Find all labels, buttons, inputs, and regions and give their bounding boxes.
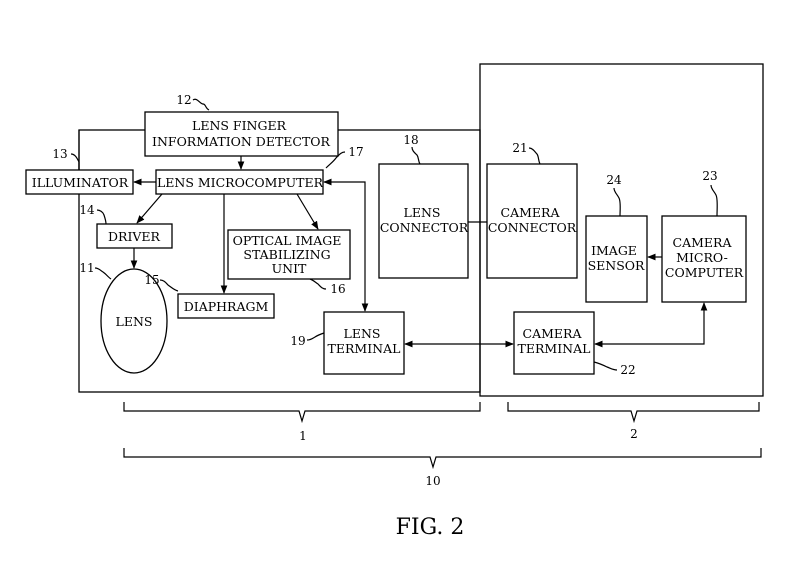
camera-connector-box (486, 163, 578, 279)
illuminator-box (25, 169, 134, 195)
ref-23: 23 (702, 169, 717, 183)
lens-terminal-label: LENS TERMINAL (328, 326, 401, 356)
arrow-cameraterminal-cameramicro (594, 302, 708, 348)
leader-13 (70, 153, 80, 170)
arrow-microcomputer-to-ois (296, 193, 319, 230)
ref-19: 19 (290, 334, 305, 348)
leader-19 (306, 332, 325, 341)
camera-terminal-label: CAMERA TERMINAL (518, 326, 591, 356)
leader-12 (192, 98, 210, 111)
lens-connector-box (378, 163, 469, 279)
lens-microcomputer-label: LENS MICROCOMPUTER (157, 175, 324, 190)
leader-22 (593, 361, 618, 371)
leader-11 (94, 267, 112, 280)
leader-14 (96, 209, 107, 225)
group-label-lens-unit: 1 (299, 429, 307, 443)
leader-15 (159, 279, 179, 292)
ref-15: 15 (144, 273, 159, 287)
ref-18: 18 (403, 133, 418, 147)
ref-11: 11 (79, 261, 94, 275)
group-label-system: 10 (425, 474, 440, 488)
ref-14: 14 (79, 203, 95, 217)
lens-finger-detector-box (144, 111, 339, 157)
leader-21 (528, 147, 541, 165)
camera-terminal-box (513, 311, 595, 375)
camera-unit-box (479, 63, 764, 397)
image-sensor-box (585, 215, 648, 303)
diaphragm-box (177, 293, 275, 319)
camera-microcomputer-box (661, 215, 747, 303)
diaphragm-label: DIAPHRAGM (184, 299, 269, 314)
ref-21: 21 (512, 141, 527, 155)
leader-17 (325, 151, 346, 169)
ref-12: 12 (176, 93, 191, 107)
lens-ellipse (100, 268, 168, 374)
driver-label: DRIVER (108, 229, 161, 244)
ois-unit-label: OPTICAL IMAGE STABILIZING UNIT (233, 233, 346, 276)
ref-22: 22 (620, 363, 635, 377)
lens-label: LENS (116, 314, 153, 329)
arrow-microcomputer-to-driver (136, 193, 163, 224)
ref-17: 17 (348, 145, 363, 159)
leader-23 (710, 184, 718, 217)
brace-camera-unit (507, 402, 760, 424)
lens-connector-label: LENS CONNECTOR (380, 205, 469, 235)
lens-microcomputer-box (155, 169, 324, 195)
arrow-terminal-microcomputer (323, 178, 369, 312)
leader-24 (613, 187, 621, 217)
brace-lens-unit (123, 402, 481, 424)
ref-24: 24 (606, 173, 622, 187)
leader-16 (309, 278, 327, 290)
image-sensor-label: IMAGE SENSOR (588, 243, 645, 273)
brace-system (123, 448, 762, 470)
illuminator-label: ILLUMINATOR (32, 175, 129, 190)
group-label-camera-unit: 2 (630, 427, 638, 441)
ref-16: 16 (330, 282, 345, 296)
leader-18 (411, 146, 421, 165)
ref-13: 13 (52, 147, 67, 161)
lens-finger-detector-label: LENS FINGER INFORMATION DETECTOR (152, 118, 331, 149)
camera-connector-label: CAMERA CONNECTOR (488, 205, 577, 235)
lens-terminal-box (323, 311, 405, 375)
camera-microcomputer-label: CAMERA MICRO- COMPUTER (665, 235, 744, 280)
figure-caption: FIG. 2 (396, 515, 465, 540)
